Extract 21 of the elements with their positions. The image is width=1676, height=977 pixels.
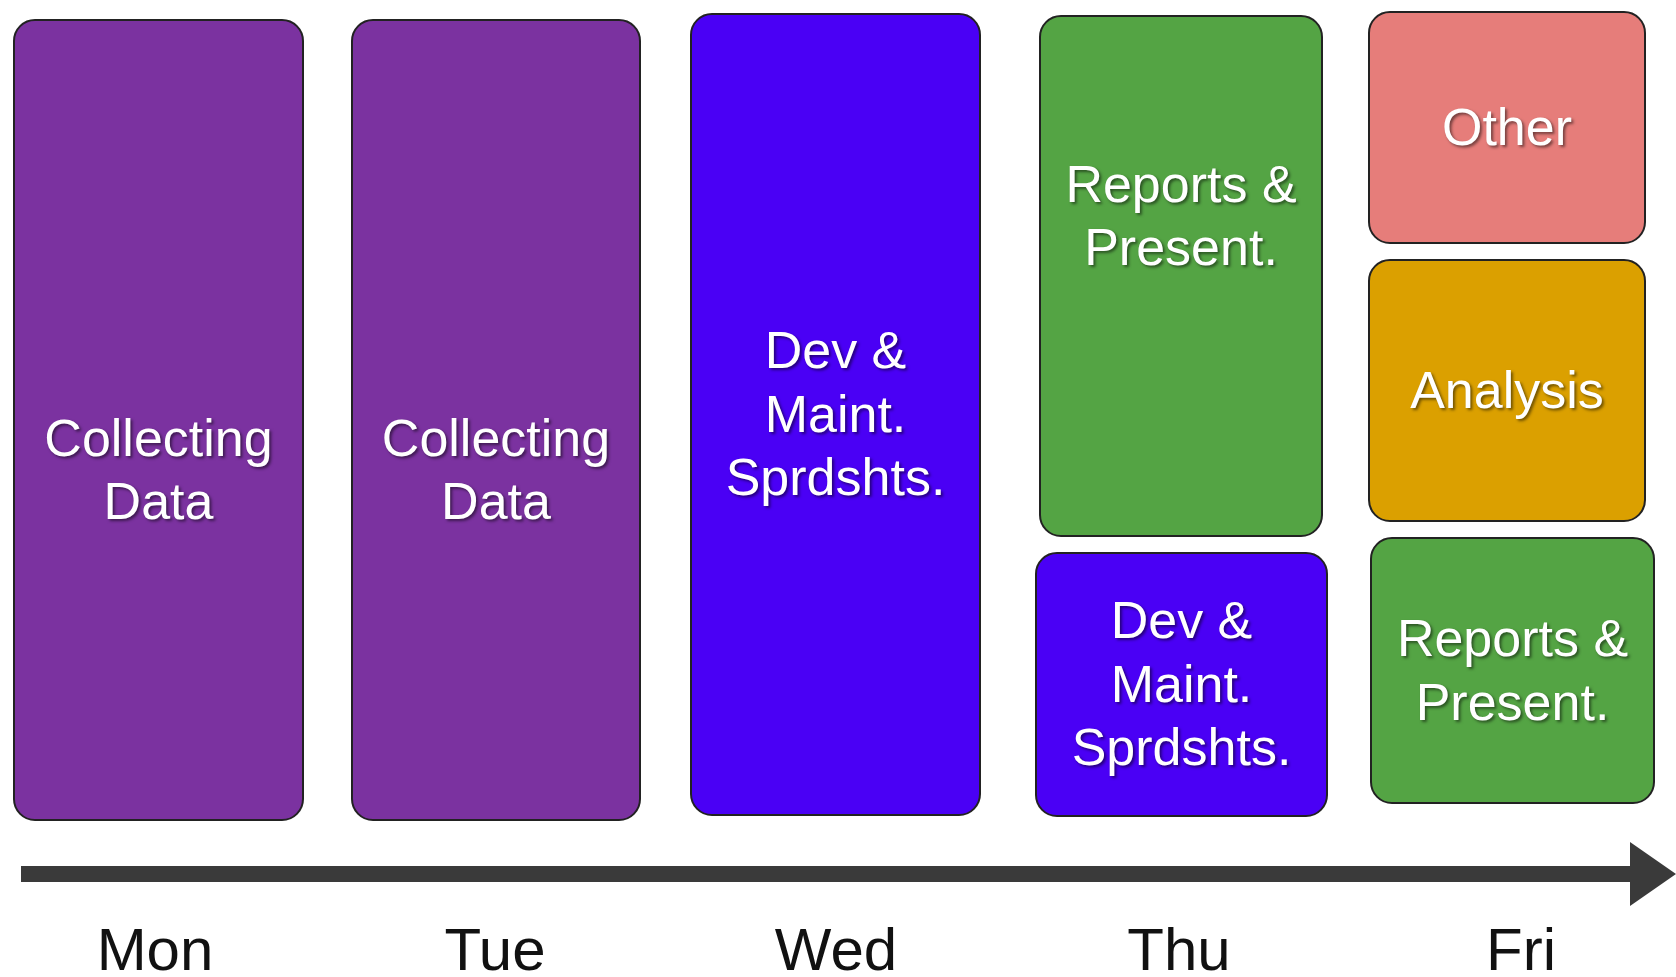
task-label: Collecting Data [380, 407, 612, 532]
task-label: Reports & Present. [1395, 608, 1630, 733]
task-block [1035, 552, 1328, 817]
task-block [351, 19, 641, 821]
task-label: Dev & Maint. Sprdshts. [724, 320, 947, 509]
day-label: Thu [1127, 915, 1231, 977]
task-block [1370, 537, 1655, 804]
task-label: Reports & Present. [1064, 153, 1298, 278]
day-label: Fri [1486, 915, 1556, 977]
day-label: Tue [444, 915, 546, 977]
task-block [13, 19, 304, 821]
task-block [1368, 11, 1646, 244]
task-label: Collecting Data [43, 407, 274, 532]
day-label: Mon [96, 915, 214, 977]
task-label: Other [1440, 96, 1574, 158]
task-label: Analysis [1409, 359, 1605, 421]
task-label: Dev & Maint. Sprdshts. [1070, 590, 1293, 779]
task-block [1368, 259, 1646, 522]
task-block [1039, 15, 1323, 537]
task-block [690, 13, 981, 816]
day-label: Wed [774, 915, 898, 977]
